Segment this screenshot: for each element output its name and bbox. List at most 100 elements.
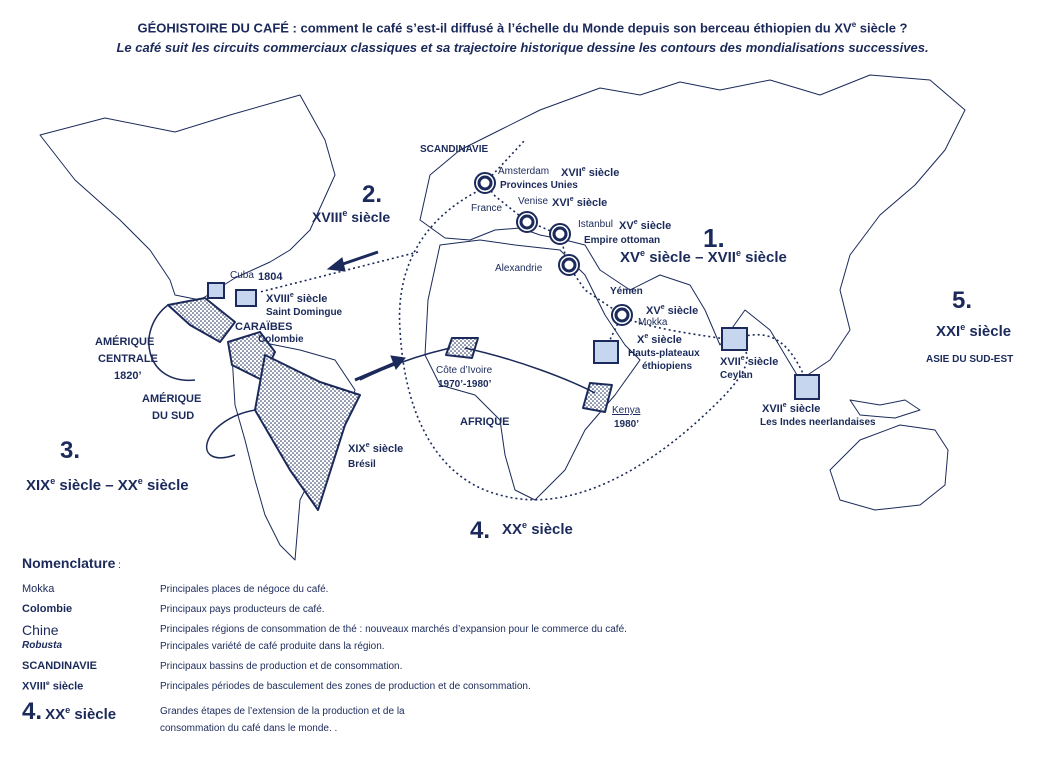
legend-desc-2: consommation du café dans le monde. .	[160, 723, 338, 734]
kenya-region	[582, 382, 613, 413]
label-venise: Venise	[518, 196, 548, 207]
period-2-label: XVIIIe siècle	[312, 208, 390, 225]
label-cuba: Cuba	[230, 270, 254, 281]
legend-title: Nomenclature :	[22, 555, 121, 571]
arrow-africa	[354, 361, 396, 382]
legend-desc: Principales variété de café produite dan…	[160, 641, 385, 652]
period-2-number: 2.	[362, 181, 382, 208]
legend-key-scandinavie: SCANDINAVIE	[22, 660, 97, 672]
label-kenya-date: 1980’	[614, 419, 639, 430]
label-amsterdam: Amsterdam	[498, 166, 549, 177]
south-america-outline	[231, 341, 356, 561]
period-5-number: 5.	[952, 287, 972, 314]
big-loop-20th-century	[398, 189, 748, 501]
label-empire-ottoman: Empire ottoman	[584, 235, 660, 246]
route-europe-mokka	[484, 182, 623, 316]
africa-outline	[424, 239, 641, 501]
route-amsterdam-cuba	[259, 251, 419, 293]
hub-venise	[516, 211, 538, 233]
label-alexandrie: Alexandrie	[495, 263, 543, 274]
cote-ivoire-region	[445, 337, 479, 359]
label-amerique-centrale-1: AMÉRIQUE	[95, 335, 154, 348]
period-3-label: XIXe siècle – XXe siècle	[26, 476, 189, 494]
central-america-loop	[148, 304, 196, 381]
label-saint-domingue-century: XVIIIe siècle	[266, 292, 327, 305]
label-caraibes: CARAÏBES	[235, 320, 292, 333]
legend-key-mokka: Mokka	[22, 583, 55, 595]
square-cuba	[207, 282, 225, 299]
legend-desc: Principales places de négoce du café.	[160, 584, 329, 595]
legend-desc: Principaux pays producteurs de café.	[160, 604, 325, 615]
hub-mokka	[611, 304, 633, 326]
route-ceylan-indes	[737, 333, 809, 386]
legend-row-producers: Colombie Principaux pays producteurs de …	[22, 603, 762, 623]
label-france: France	[471, 203, 503, 214]
hub-alexandrie	[558, 254, 580, 276]
label-afrique: AFRIQUE	[460, 416, 510, 428]
label-yemen: Yémen	[610, 286, 643, 297]
label-cote-ivoire: Côte d’Ivoire	[436, 365, 493, 376]
label-amerique-sud-2: DU SUD	[152, 410, 194, 422]
hub-istanbul	[549, 223, 571, 245]
legend-row-variety: Robusta Principales variété de café prod…	[22, 640, 762, 660]
legend-row-basins: SCANDINAVIE Principaux bassins de produc…	[22, 660, 762, 680]
route-cote-ivoire-kenya	[464, 347, 596, 394]
label-scandinavie: SCANDINAVIE	[420, 144, 488, 155]
legend-desc: Principaux bassins de production et de c…	[160, 661, 403, 672]
label-hauts-plateaux-1: Hauts-plateaux	[628, 348, 700, 359]
arrow-caribbean	[339, 250, 379, 267]
legend-row-stages: 4. XXe siècle Grandes étapes de l’extens…	[22, 698, 762, 738]
label-kenya: Kenya	[612, 405, 641, 416]
label-colombie: Colombie	[258, 334, 304, 345]
legend-desc: Principales régions de consommation de t…	[160, 624, 627, 635]
label-mokka-century: XVe siècle	[646, 304, 698, 317]
period-1-number: 1.	[703, 223, 725, 253]
australia-outline	[829, 424, 949, 511]
brazil-region	[254, 354, 361, 511]
period-1-label: XVe siècle – XVIIe siècle	[620, 248, 787, 266]
legend-desc: Principales périodes de basculement des …	[160, 681, 531, 692]
label-amsterdam-century: XVIIe siècle	[561, 166, 619, 179]
north-america-outline	[39, 94, 336, 301]
legend-row-tea: Chine Principales régions de consommatio…	[22, 622, 762, 640]
label-amerique-centrale-2: CENTRALE	[98, 353, 158, 365]
period-5-label: XXIe siècle	[936, 322, 1011, 340]
eurasia-outline	[419, 74, 966, 381]
label-asie-se: ASIE DU SUD-EST	[926, 354, 1013, 365]
square-ethiopie	[593, 340, 619, 364]
map-title: GÉOHISTOIRE DU CAFÉ : comment le café s’…	[137, 20, 908, 36]
central-america-region	[167, 297, 236, 343]
route-mokka-ceylan	[629, 319, 733, 341]
indonesia-outline	[849, 399, 921, 419]
label-saint-domingue: Saint Domingue	[266, 307, 343, 318]
label-cuba-date: 1804	[258, 271, 283, 283]
label-provinces-unies: Provinces Unies	[500, 180, 578, 191]
label-istanbul: Istanbul	[578, 219, 613, 230]
legend-row-periods: XVIIIe siècle Principales périodes de ba…	[22, 680, 762, 698]
label-ceylan-century: XVIIe siècle	[720, 355, 778, 368]
label-istanbul-century: XVe siècle	[619, 219, 671, 232]
legend-key-chine: Chine	[22, 622, 59, 638]
arrow-africa-head	[390, 355, 406, 370]
arrow-caribbean-head	[326, 257, 346, 272]
period-3-number: 3.	[60, 437, 80, 464]
hub-amsterdam	[474, 172, 496, 194]
map-subtitle: Le café suit les circuits commerciaux cl…	[116, 40, 929, 55]
label-mokka: Mokka	[638, 317, 668, 328]
label-hauts-plateaux-2: éthiopiens	[642, 361, 692, 372]
label-amerique-centrale-date: 1820’	[114, 370, 142, 382]
label-indes: Les Indes neerlandaises	[760, 417, 876, 428]
legend-key-colombie: Colombie	[22, 603, 73, 615]
south-america-loop	[206, 409, 256, 459]
square-ceylan	[721, 327, 748, 351]
label-venise-century: XVIe siècle	[552, 196, 607, 209]
period-4-number: 4.	[470, 517, 490, 544]
label-ceylan: Ceylan	[720, 370, 753, 381]
square-indes	[794, 374, 820, 400]
label-bresil: Brésil	[348, 459, 376, 470]
label-indes-century: XVIIe siècle	[762, 402, 820, 415]
label-amerique-sud-1: AMÉRIQUE	[142, 392, 201, 405]
legend-desc: Grandes étapes de l’extension de la prod…	[160, 706, 405, 717]
legend-key-robusta: Robusta	[22, 640, 62, 651]
